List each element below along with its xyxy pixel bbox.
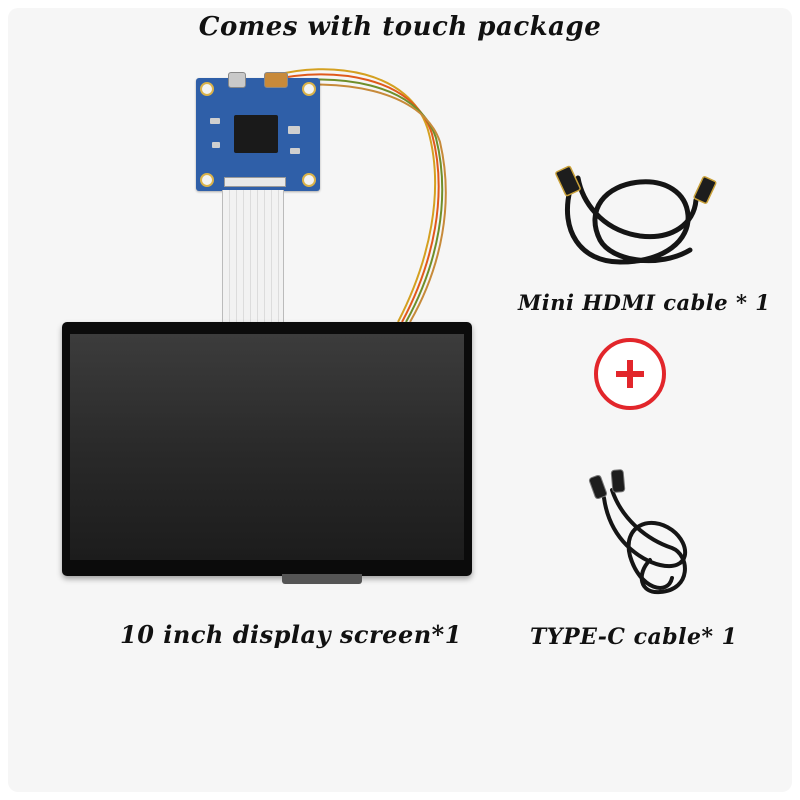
typec-cable-label: TYPE-C cable* 1	[530, 624, 738, 650]
touch-wires	[271, 68, 447, 323]
mount-hole	[200, 82, 214, 96]
mount-hole	[302, 173, 316, 187]
display-label: 10 inch display screen*1	[120, 620, 462, 649]
usb-c-port	[228, 72, 246, 88]
hdmi-cable-label: Mini HDMI cable * 1	[518, 290, 771, 315]
plus-bar	[627, 360, 633, 388]
driver-board	[196, 72, 320, 191]
fpc-connector	[224, 177, 286, 187]
display-screen	[62, 322, 472, 584]
hdmi-port	[264, 72, 288, 88]
screen-tab	[282, 574, 362, 584]
mini-hdmi-cable	[555, 165, 717, 265]
chip	[234, 115, 278, 153]
component	[290, 148, 300, 154]
package-title: Comes with touch package	[198, 12, 602, 42]
ribbon-cable	[222, 190, 284, 328]
component	[212, 142, 220, 148]
component	[288, 126, 300, 134]
plus-icon	[594, 338, 666, 410]
mount-hole	[200, 173, 214, 187]
type-c-cable	[588, 469, 688, 595]
mount-hole	[302, 82, 316, 96]
component	[210, 118, 220, 124]
screen-glass	[70, 334, 464, 560]
